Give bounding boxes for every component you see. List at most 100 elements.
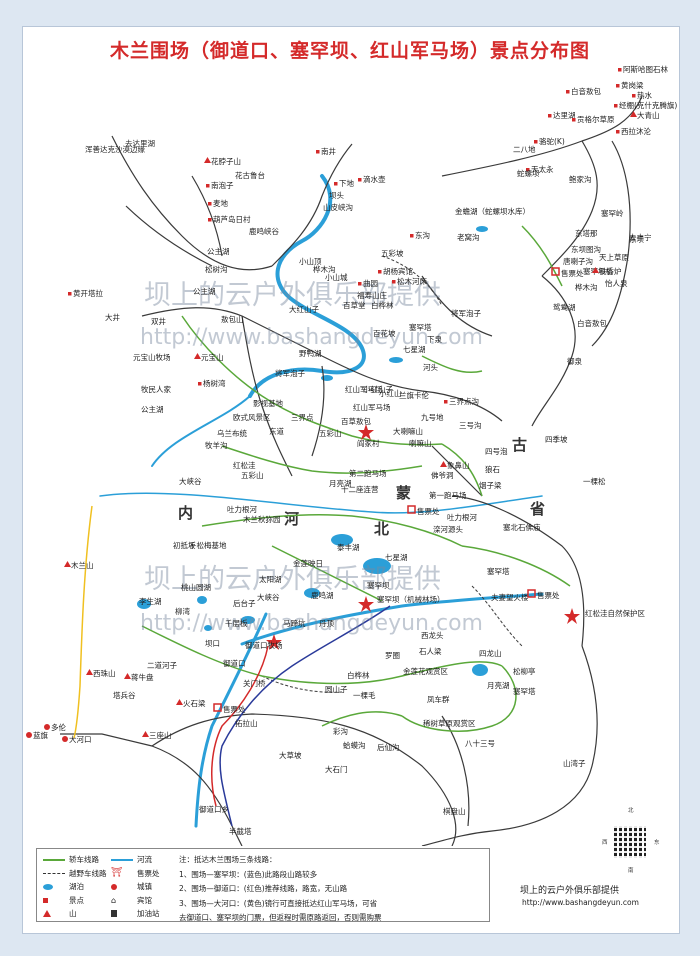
compass-north: 北 — [628, 808, 634, 814]
place-label: 元宝山牧场 — [133, 352, 171, 362]
place: 木兰秋狝园 — [243, 514, 281, 524]
note-line: 去御道口、塞罕坝的门票，但返程时需原路返回，否则需购票 — [179, 913, 382, 922]
place-label: 白桦林 — [347, 670, 370, 680]
river — [240, 592, 544, 646]
place-label: 浑善达克沙漠边缘 — [85, 144, 145, 154]
place: 欧式风景区 — [233, 412, 271, 422]
spot-icon — [526, 168, 530, 172]
place: 圆山子 — [325, 684, 348, 694]
place: 浑善达克沙漠边缘 — [85, 144, 145, 154]
place: 五彩坡 — [381, 248, 404, 258]
place-label: 月亮湖 — [329, 478, 352, 488]
car-route — [441, 443, 483, 497]
car-route — [201, 513, 463, 547]
spot-icon — [618, 68, 622, 72]
spot-icon — [68, 292, 72, 296]
place: 泰丰湖 — [337, 542, 360, 552]
place: 元宝山牧场 — [133, 352, 171, 362]
mountain-icon — [440, 461, 447, 467]
legend-label: 景点 — [69, 895, 84, 905]
place: 山皮峡沟 — [323, 202, 353, 212]
legend-item: 越野车线路 — [43, 867, 107, 881]
place-label: 乌兰布统 — [217, 428, 247, 438]
place-label: 火石梁 — [183, 699, 206, 708]
place-label: 四季坡 — [545, 434, 568, 444]
place: 胡杨宾馆 — [378, 266, 413, 276]
place-label: 西龙头 — [421, 630, 444, 640]
spot-icon — [410, 234, 414, 238]
place: 大井 — [105, 312, 120, 322]
place-label: 大井 — [105, 312, 120, 322]
place: 大石门 — [325, 764, 348, 774]
place: 黄岗梁 — [616, 80, 644, 90]
place: 二八地 — [513, 144, 536, 154]
place-label: 木兰秋狝园 — [243, 514, 281, 524]
place: 棋盘山 — [443, 806, 466, 816]
place-label: 丹顶 — [319, 619, 334, 628]
place: 半截塔 — [229, 826, 252, 836]
town-icon — [26, 732, 32, 738]
place-label: 稀树草原观赏区 — [423, 718, 476, 728]
place-label: 八十三号 — [465, 738, 495, 748]
spot-icon — [632, 94, 636, 98]
place-label: 一棵毛 — [353, 690, 376, 700]
legend-item: 轿车线路 — [43, 853, 107, 867]
lake — [241, 616, 255, 624]
road — [111, 135, 273, 271]
place: 葫芦岛日村 — [208, 214, 251, 224]
place-label: 石人梁 — [419, 647, 442, 656]
mountain-icon — [142, 731, 149, 737]
legend-item: 景点 — [43, 894, 107, 908]
place: 下泉 — [427, 334, 442, 344]
road — [151, 713, 457, 846]
ticket-office-icon: ⛩ — [111, 868, 123, 879]
place-label: 福寿山庄 — [357, 290, 387, 300]
place: 西珠山 — [86, 668, 116, 678]
place-label: 骆驼(K) — [539, 136, 565, 146]
place-label: 大草坡 — [279, 750, 302, 760]
place: 去达里湖 — [125, 138, 155, 148]
place: 西龙头 — [421, 630, 444, 640]
car-route-swatch — [43, 858, 65, 861]
place: 桦木沟 — [575, 282, 598, 292]
place: 乌兰布统 — [217, 428, 247, 438]
place: 第二跑马场 — [349, 468, 387, 478]
place: 塞罕塔 — [513, 686, 536, 696]
river — [194, 612, 268, 828]
major-sites — [266, 424, 580, 650]
watermark-text: 坝上的云户外俱乐部提供 — [144, 564, 441, 595]
spot-icon — [358, 178, 362, 182]
place-label: 黄开塔拉 — [73, 288, 103, 298]
place-label: 红山军马场 — [353, 402, 391, 412]
road — [421, 275, 493, 337]
place-label: 吐力根河 — [447, 512, 477, 522]
star-marker — [266, 634, 282, 650]
mountain-icon — [204, 157, 211, 163]
place-label: 桃山圆湖 — [181, 582, 211, 592]
place: 第一跑马场 — [429, 490, 467, 500]
place-label: 下泉 — [427, 334, 442, 344]
place: 东塔那 — [575, 228, 598, 238]
place: 御泉 — [567, 356, 582, 366]
place-label: 御道口牧场 — [245, 640, 283, 650]
place: 公主湖 — [193, 286, 216, 296]
place-label: 公主湖 — [207, 246, 230, 256]
place: 三座山 — [142, 730, 172, 740]
spot-icon — [572, 118, 576, 122]
place: 大峡谷 — [179, 476, 202, 486]
ticket-office-icon — [527, 589, 536, 598]
place: 售票处 — [551, 267, 584, 278]
place: 塞北石佛庙 — [503, 522, 541, 532]
mountain-icon — [124, 673, 131, 679]
offroad-route — [261, 675, 343, 693]
lake — [197, 596, 207, 604]
place: 塞罕坝（机械林场） — [377, 594, 445, 604]
lakes — [137, 226, 488, 676]
spot-icon — [206, 184, 210, 188]
place-label: 鹿鸣峡谷 — [249, 226, 279, 236]
place-label: 欧式风景区 — [233, 412, 271, 422]
place-label: 白音敖包 — [571, 86, 601, 96]
road — [421, 645, 598, 846]
place-label: 第一跑马场 — [429, 490, 467, 500]
place-label: 双井 — [151, 316, 166, 326]
